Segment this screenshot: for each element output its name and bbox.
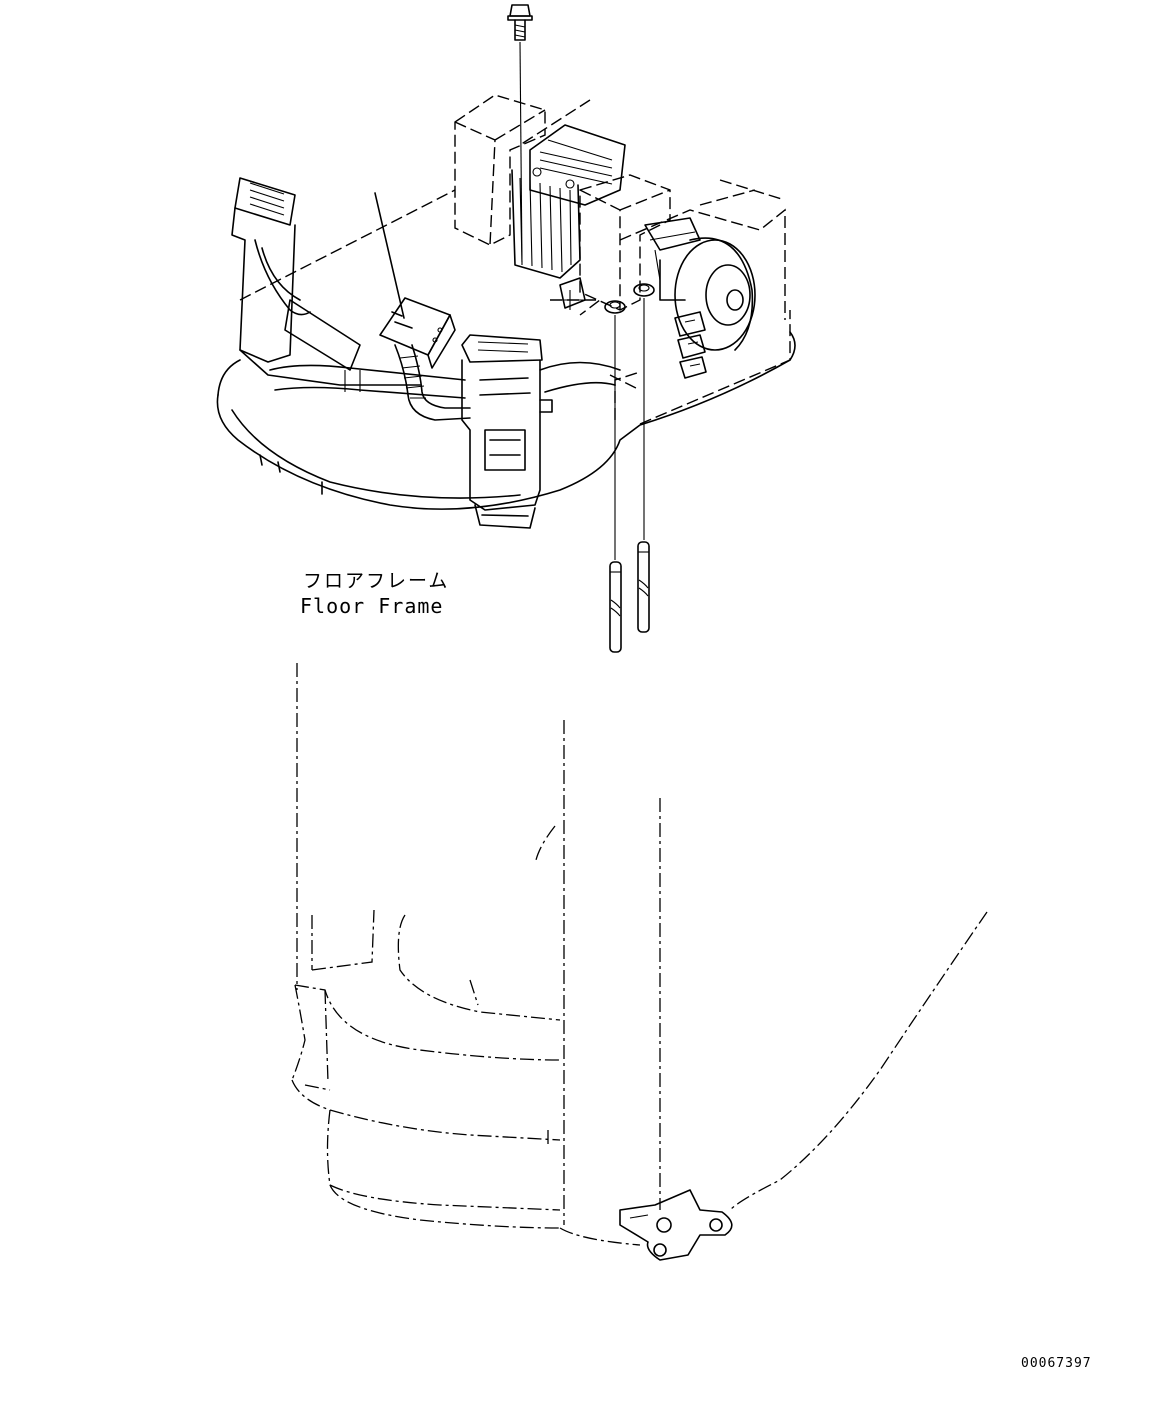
lower-body-structure <box>291 663 988 1246</box>
controller-box <box>374 192 471 421</box>
heater-core <box>511 124 626 316</box>
floor-frame-label-jp: フロアフレーム <box>303 570 450 592</box>
drawing-number: 00067397 <box>1021 1356 1092 1371</box>
bolt <box>507 4 533 266</box>
mounting-bracket <box>619 1189 733 1261</box>
rear-dashed-units <box>454 94 786 320</box>
floor-frame-outline <box>216 331 796 510</box>
studs <box>609 298 650 653</box>
blower-unit <box>644 217 756 351</box>
relay-connectors <box>674 311 707 379</box>
floor-duct <box>269 361 621 399</box>
center-vent-unit <box>461 334 553 529</box>
left-air-duct <box>231 177 421 386</box>
floor-frame-label-en: Floor Frame <box>300 594 444 618</box>
grommets <box>604 283 655 314</box>
